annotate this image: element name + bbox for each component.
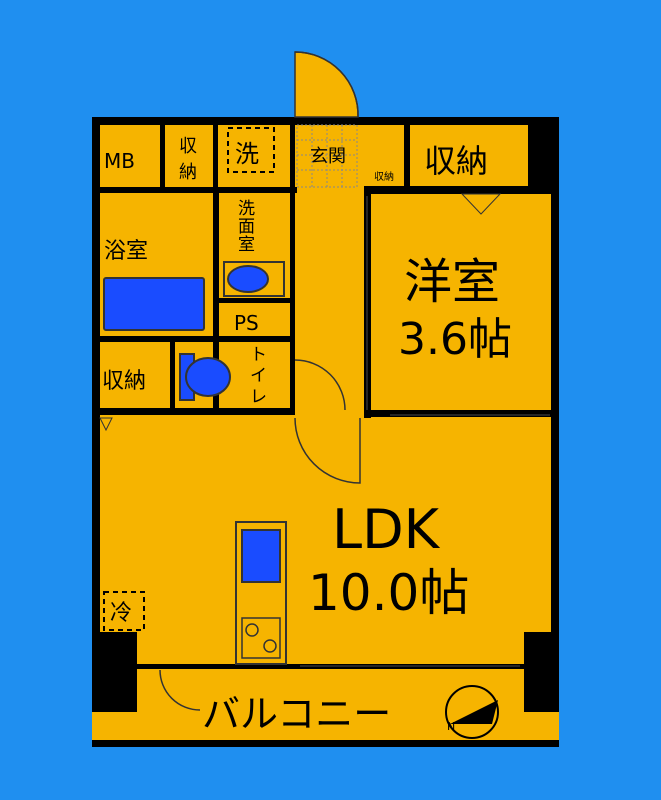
north-compass-icon: N: [445, 685, 499, 739]
burner: [245, 623, 259, 637]
entrance-door[interactable]: [294, 51, 359, 118]
toilet-bowl: [185, 357, 231, 397]
bathroom-label: 浴室: [104, 239, 148, 264]
closet-marker: [460, 193, 502, 215]
balcony-door[interactable]: [159, 669, 201, 711]
wash-bowl: [227, 265, 269, 293]
balcony-label: バルコニー: [202, 692, 391, 736]
storage-top-right-label: 収納: [424, 142, 488, 180]
ps-label: PS: [234, 311, 259, 335]
sliding-doors: [300, 196, 550, 667]
entrance-tile: [296, 124, 358, 188]
ldk-door[interactable]: [294, 417, 361, 484]
storage-left-label: 収納: [102, 369, 146, 394]
western-room-size: 3.6帖: [398, 314, 512, 365]
wash-label: 洗: [235, 140, 259, 168]
mb-label: MB: [104, 149, 135, 173]
kitchen-sink: [241, 529, 281, 583]
fridge-label: 冷: [110, 601, 132, 626]
entrance-label: 玄関: [310, 146, 346, 167]
ldk-name: LDK: [332, 498, 441, 561]
closet-marker: [99, 417, 113, 432]
ldk-size: 10.0帖: [308, 564, 469, 622]
toilet-door[interactable]: [294, 359, 346, 411]
floor-area: [92, 117, 559, 747]
storage-top-left-label: 収納: [179, 136, 197, 183]
bathtub: [103, 277, 205, 331]
svg-text:N: N: [447, 720, 455, 733]
washer-space: [227, 127, 275, 173]
toilet-label: トイレ: [250, 345, 267, 407]
fridge-space: [103, 591, 145, 631]
entrance-storage-label: 収納: [374, 170, 394, 183]
stove: [241, 617, 281, 659]
washroom-label: 洗面室: [238, 199, 255, 255]
burner: [263, 639, 277, 653]
entrance-door-leaf: [294, 51, 359, 118]
western-room-name: 洋室: [404, 254, 500, 310]
